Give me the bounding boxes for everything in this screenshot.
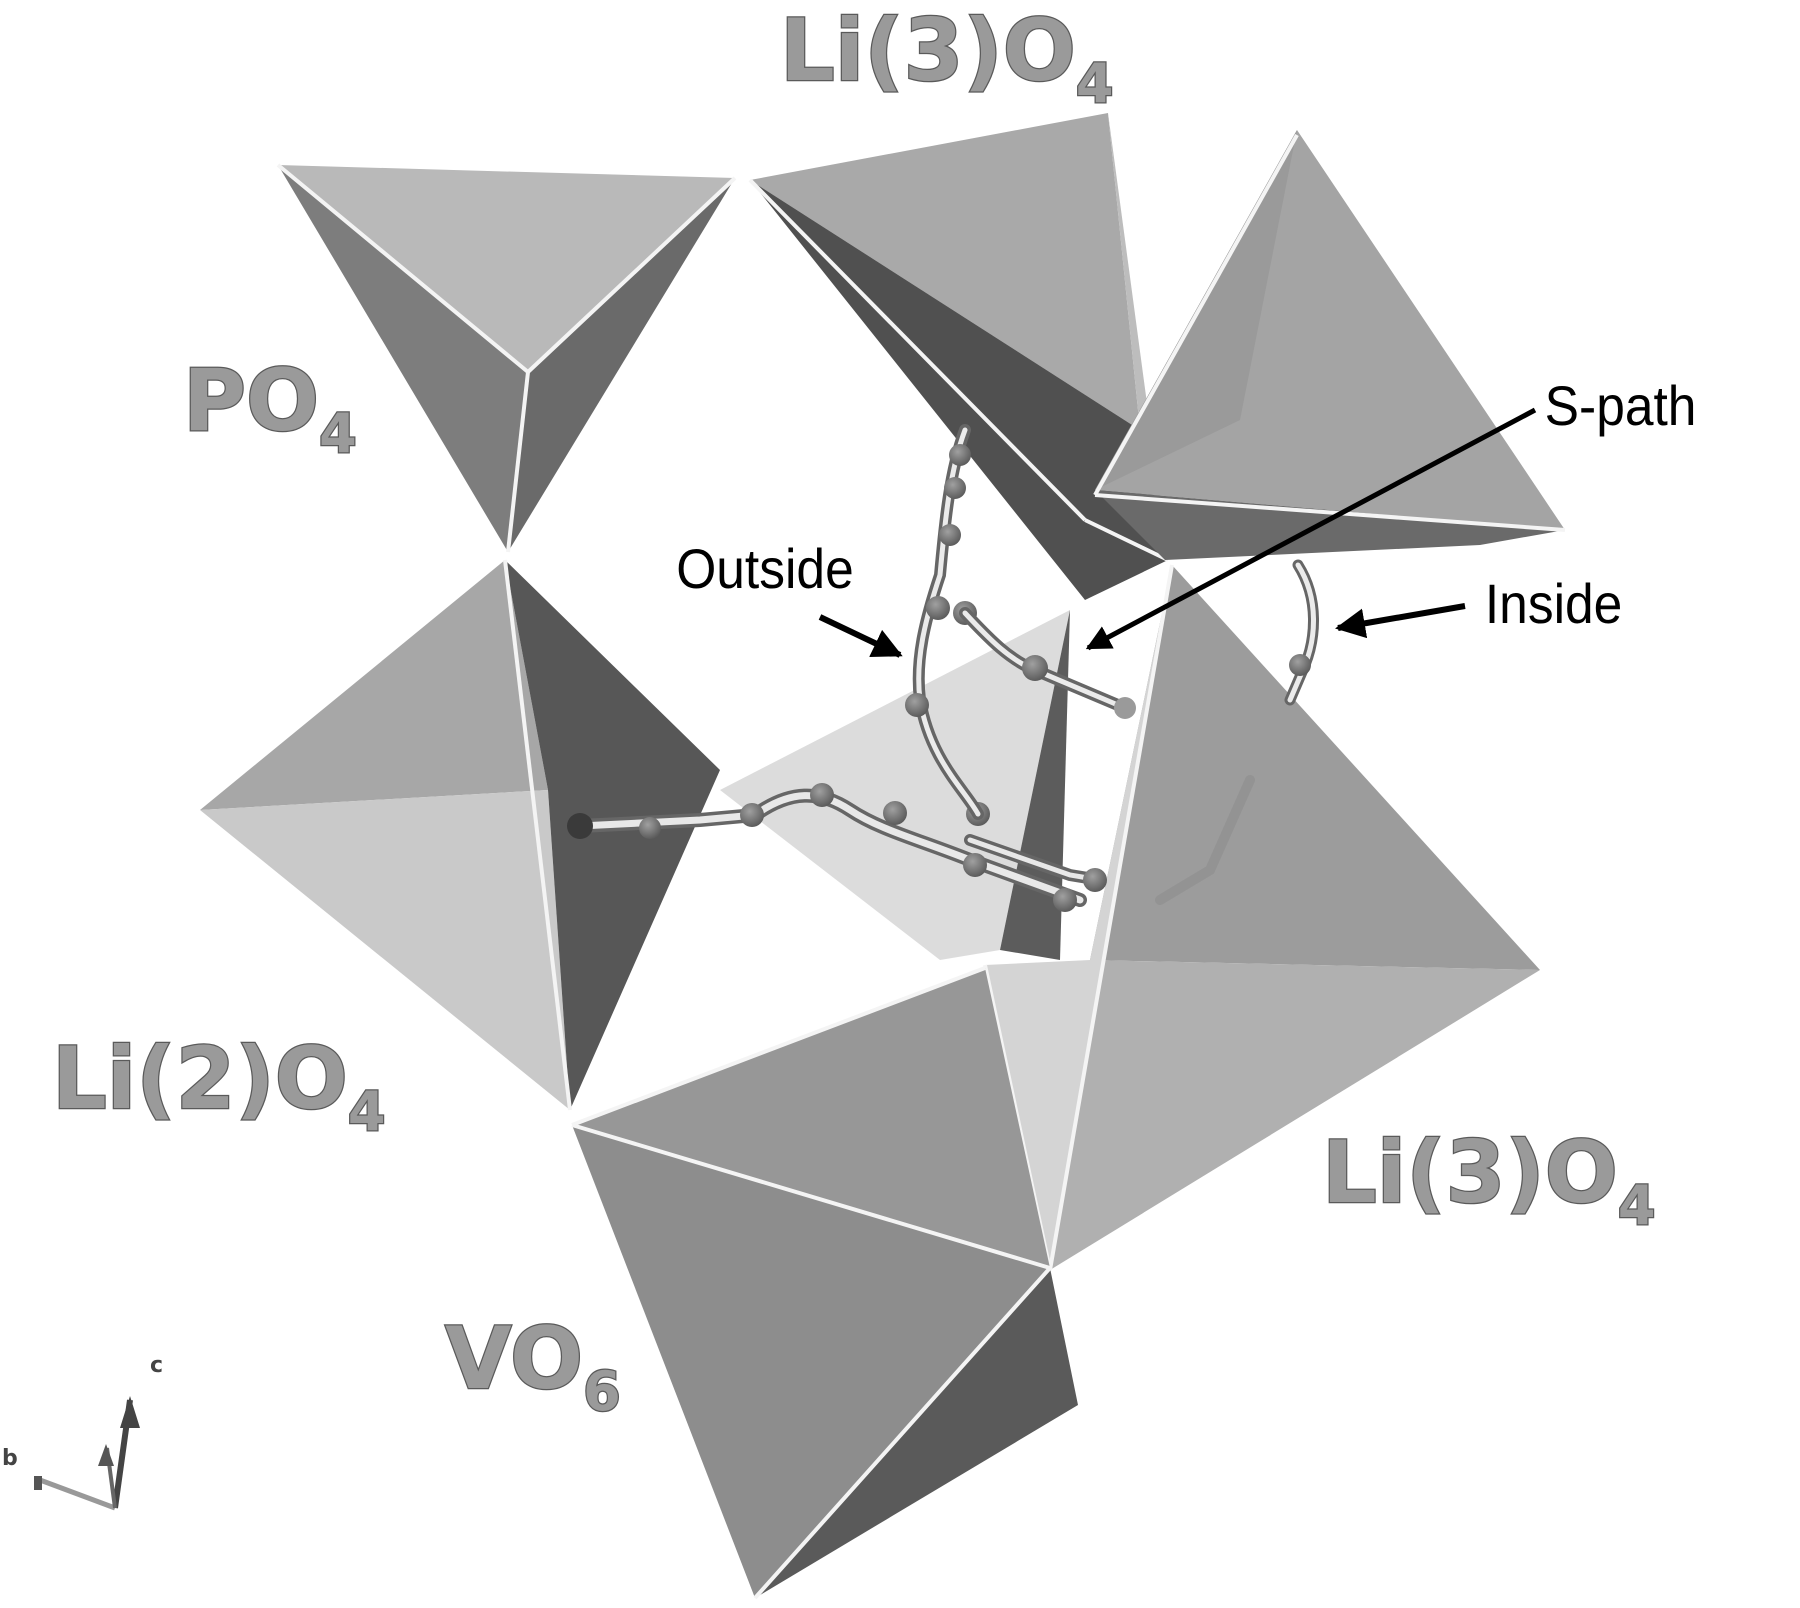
label-li3-top: Li(3)O4 xyxy=(780,1,1113,115)
label-li2: Li(2)O4 xyxy=(52,1029,385,1143)
axis-b-label: b xyxy=(2,1446,18,1471)
migration-path-inside xyxy=(1155,559,1319,905)
annotation-arrows xyxy=(818,407,1537,658)
label-po4: PO4 xyxy=(183,351,357,465)
po4-tetrahedron xyxy=(276,163,737,553)
migration-path-outside xyxy=(905,424,984,820)
label-vo6: VO6 xyxy=(445,1309,621,1423)
migration-path-s xyxy=(959,607,1136,719)
label-s-path: S-path xyxy=(1545,375,1697,437)
vo6-octahedron xyxy=(571,966,1078,1600)
inside-arrow xyxy=(1335,603,1466,639)
crystal-axes-indicator: c b xyxy=(2,1353,163,1511)
outside-arrow xyxy=(818,614,903,658)
s-path-arrow xyxy=(1085,407,1537,651)
right-upper-tetrahedron xyxy=(1093,130,1566,560)
migration-path-horizontal xyxy=(567,783,1107,912)
label-inside: Inside xyxy=(1485,573,1622,635)
li3-top-tetrahedron xyxy=(748,113,1169,600)
li2-tetrahedron xyxy=(200,559,720,1111)
label-li3-right: Li(3)O4 xyxy=(1322,1123,1655,1237)
axis-c-label: c xyxy=(150,1353,163,1378)
label-outside: Outside xyxy=(676,538,854,600)
